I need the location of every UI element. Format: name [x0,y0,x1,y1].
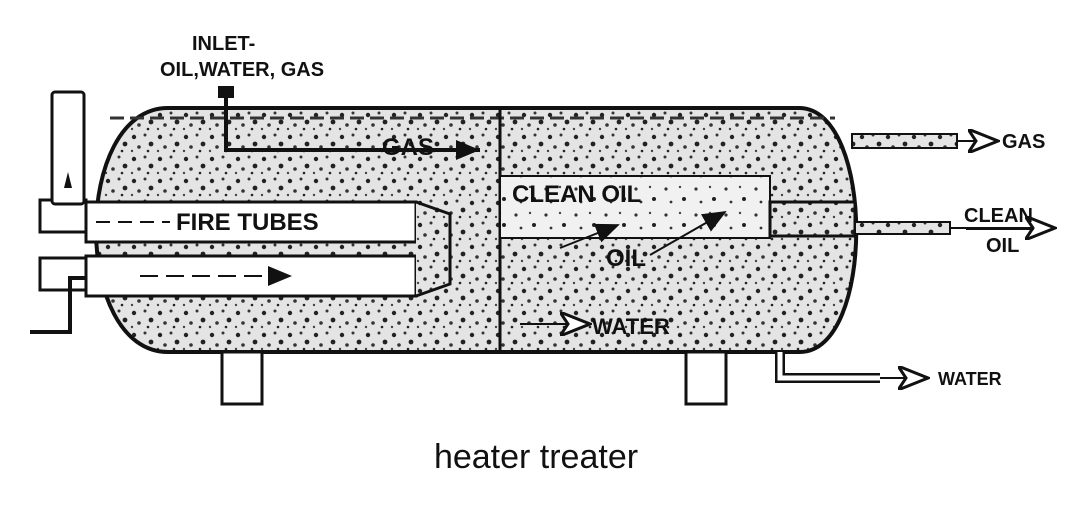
water-outlet-label: WATER [938,369,1002,389]
inlet-label-line1: INLET- [192,33,255,55]
clean-oil-outlet-label-line1: CLEAN [964,205,1033,227]
support-saddle-left [220,350,264,406]
gas-outlet-pipe [851,133,958,149]
stack-flame-icon [64,172,72,188]
oil-to-clean-arrow [649,211,727,256]
inlet-valve [218,86,234,98]
clean-oil-outlet-label-line2: OIL [986,235,1019,257]
fire-tube-return-bend [415,200,452,298]
gas-zone-label: GAS [382,134,434,161]
water-outlet-pipe [775,352,880,383]
burner-fuel-pipe [30,276,86,334]
exhaust-stack [50,90,86,206]
support-saddle-right [684,350,728,406]
clean-oil-zone-label: CLEAN OIL [512,181,641,208]
clean-oil-outlet-box [768,200,857,238]
inlet-label-line2: OIL,WATER, GAS [160,59,324,81]
oil-rise-arrow [559,223,620,249]
water-zone-label: WATER [592,314,670,339]
clean-oil-outlet-pipe [854,221,951,235]
fire-tubes-label: FIRE TUBES [176,209,319,236]
gas-outlet-label: GAS [1002,131,1045,153]
burner-housing [38,256,88,292]
inlet-pipe [224,98,480,152]
diagram-caption: heater treater [434,438,638,476]
oil-zone-label: OIL [606,245,646,272]
